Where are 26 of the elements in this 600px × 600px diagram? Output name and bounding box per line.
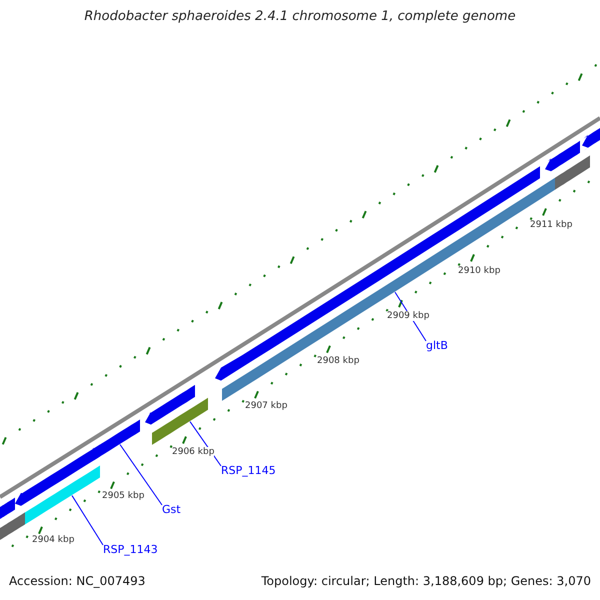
scale-label: 2910 kbp [458, 266, 500, 276]
scale-label: 2909 kbp [387, 311, 430, 322]
gene-label: RSP_1145 [221, 464, 276, 477]
gene-bar [22, 466, 100, 526]
scale-label: 2911 kbp [530, 220, 572, 230]
gene-bar [15, 444, 100, 506]
gene-label: Gst [162, 503, 181, 516]
gene-bar [555, 155, 590, 190]
leader-line [120, 444, 162, 506]
gene-bar [222, 178, 555, 401]
gene-bar [0, 498, 15, 519]
gene-bar [145, 384, 195, 426]
gene-bar [545, 140, 580, 174]
gene-label: RSP_1143 [103, 543, 158, 556]
scale-label: 2904 kbp [32, 534, 74, 545]
scale-label: 2908 kbp [317, 356, 360, 366]
footer-text: Topology: circular; Length: 3,188,609 bp; Genes: 3,070 [261, 574, 591, 588]
footer-text: Accession: NC_007493 [9, 574, 146, 588]
gene-bar [0, 512, 25, 540]
gene-label: gltB [426, 339, 448, 352]
leader-line [72, 495, 104, 546]
scale-label: 2906 kbp [172, 447, 214, 458]
gene-bar [152, 398, 208, 445]
scale-label: 2905 kbp [102, 491, 144, 501]
title: Rhodobacter sphaeroides 2.4.1 chromosome 1, complete genome [83, 9, 517, 24]
scale-label: 2907 kbp [245, 401, 288, 412]
